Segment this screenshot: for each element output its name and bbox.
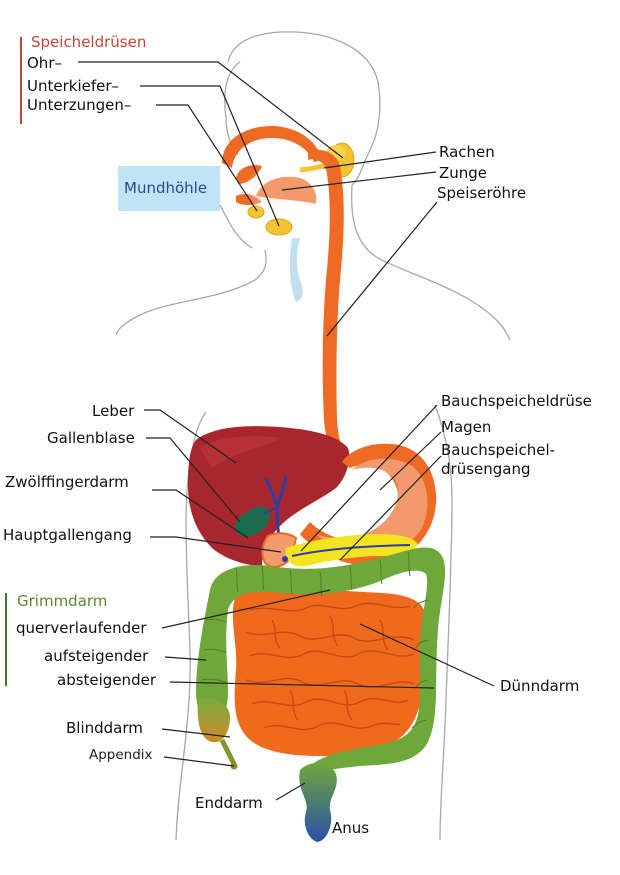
label-gallbladder: Gallenblase — [47, 429, 135, 447]
small-intestine — [232, 587, 427, 756]
trachea-shape — [289, 238, 303, 302]
label-duodenum: Zwölffingerdarm — [5, 473, 129, 491]
label-pancreatic-duct-2: drüsengang — [441, 460, 531, 478]
label-descending-colon: absteigender — [57, 671, 157, 689]
liver — [188, 426, 350, 566]
label-mouth-cavity: Mundhöhle — [124, 179, 207, 197]
label-anus: Anus — [332, 819, 369, 837]
stomach-inner — [316, 458, 428, 555]
cystic-duct — [263, 507, 278, 515]
tongue — [256, 176, 317, 204]
colon-haustra — [201, 551, 429, 729]
label-pharynx: Rachen — [439, 143, 495, 161]
small-intestine-coils — [245, 602, 415, 731]
rectum — [299, 762, 337, 842]
colon — [196, 547, 446, 776]
label-tongue: Zunge — [439, 164, 487, 182]
label-parotid: Ohr– — [27, 54, 62, 72]
label-pancreatic-duct-1: Bauchspeichel- — [441, 441, 555, 459]
pancreas — [285, 534, 418, 567]
leader-lines — [78, 61, 495, 801]
hepatic-duct-right — [276, 475, 288, 505]
labels: Speicheldrüsen Ohr– Unterkiefer– Unterzu… — [3, 33, 592, 837]
label-appendix: Appendix — [89, 747, 153, 763]
label-pancreas: Bauchspeicheldrüse — [441, 392, 592, 410]
label-common-bile-duct: Hauptgallengang — [3, 526, 132, 544]
cecum — [197, 698, 230, 743]
label-small-intestine: Dünndarm — [500, 677, 579, 695]
label-salivary-glands: Speicheldrüsen — [31, 33, 146, 51]
appendix — [219, 738, 237, 766]
label-rectum: Enddarm — [195, 794, 263, 812]
pancreatic-duct — [291, 544, 411, 557]
label-ascending-colon: aufsteigender — [44, 647, 149, 665]
label-submandibular: Unterkiefer– — [27, 77, 119, 95]
label-sublingual: Unterzungen– — [27, 96, 131, 114]
label-esophagus: Speiseröhre — [437, 184, 526, 202]
hepatic-duct-left — [264, 477, 278, 505]
label-liver: Leber — [92, 402, 135, 420]
liver-highlight — [200, 436, 282, 468]
ampulla-dot — [282, 556, 288, 562]
label-cecum: Blinddarm — [66, 719, 143, 737]
label-transverse-colon: querverlaufender — [16, 619, 147, 637]
gallbladder — [234, 506, 270, 537]
esophagus — [308, 149, 354, 464]
nasal-cavity — [222, 125, 322, 168]
mouth-cavity-box — [118, 166, 220, 211]
submandibular-gland — [265, 218, 293, 236]
label-colon-group: Grimmdarm — [17, 592, 107, 610]
label-stomach: Magen — [441, 418, 491, 436]
